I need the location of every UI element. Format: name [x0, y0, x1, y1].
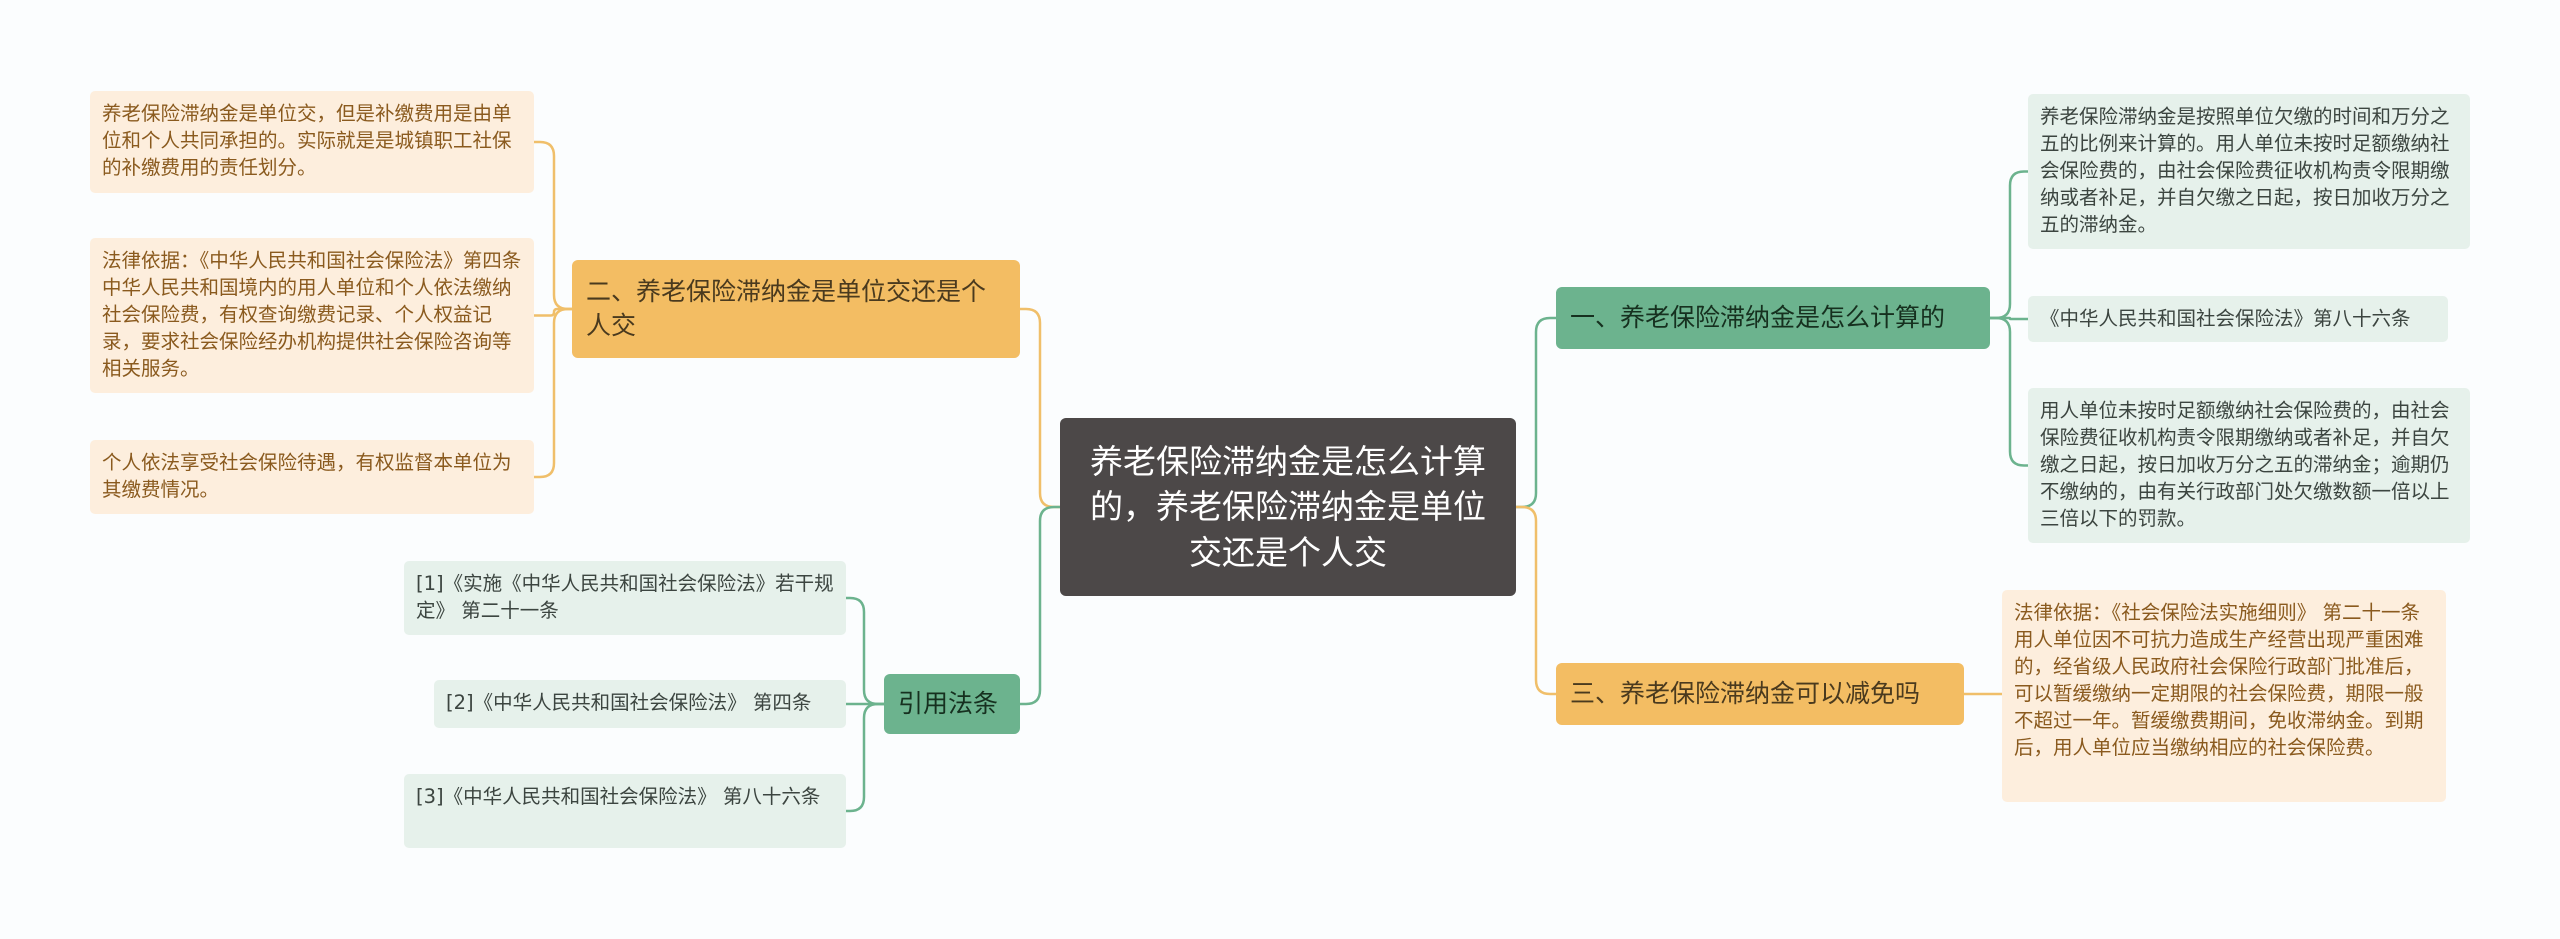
- leaf-text: 《中华人民共和国社会保险法》第八十六条: [2040, 307, 2411, 330]
- branch-cited-laws[interactable]: 引用法条: [884, 674, 1020, 734]
- leaf-law-article-4[interactable]: 法律依据：《中华人民共和国社会保险法》第四条 中华人民共和国境内的用人单位和个人…: [90, 238, 534, 393]
- link-root-b2: [1018, 307, 1062, 509]
- leaf-law-article-86[interactable]: 《中华人民共和国社会保险法》第八十六条: [2028, 296, 2448, 342]
- leaf-text: 养老保险滞纳金是单位交，但是补缴费用是由单位和个人共同承担的。实际就是是城镇职工…: [102, 102, 512, 179]
- link-b1-leaf-2: [1988, 316, 2030, 467]
- leaf-text: [1]《实施《中华人民共和国社会保险法》若干规定》 第二十一条: [416, 572, 834, 622]
- root-topic-text: 养老保险滞纳金是怎么计算的，养老保险滞纳金是单位交还是个人交: [1090, 441, 1486, 572]
- link-b4-leaf-2: [844, 702, 886, 813]
- branch-cited-laws-text: 引用法条: [898, 688, 999, 718]
- leaf-penalty-rule[interactable]: 用人单位未按时足额缴纳社会保险费的，由社会保险费征收机构责令限期缴纳或者补足，并…: [2028, 388, 2470, 543]
- link-b2-leaf-0: [532, 140, 574, 311]
- link-b4-leaf-0: [844, 596, 886, 706]
- leaf-text: 法律依据：《社会保险法实施细则》 第二十一条 用人单位因不可抗力造成生产经营出现…: [2014, 601, 2424, 759]
- branch-reduction[interactable]: 三、养老保险滞纳金可以减免吗: [1556, 663, 1964, 725]
- branch-calculation[interactable]: 一、养老保险滞纳金是怎么计算的: [1556, 287, 1990, 349]
- leaf-text: 养老保险滞纳金是按照单位欠缴的时间和万分之五的比例来计算的。用人单位未按时足额缴…: [2040, 105, 2450, 236]
- leaf-text: 法律依据：《中华人民共和国社会保险法》第四条 中华人民共和国境内的用人单位和个人…: [102, 249, 522, 380]
- leaf-text: [2]《中华人民共和国社会保险法》 第四条: [446, 691, 812, 714]
- branch-who-pays[interactable]: 二、养老保险滞纳金是单位交还是个人交: [572, 260, 1020, 358]
- link-root-b1: [1514, 316, 1558, 509]
- leaf-citation-1[interactable]: [1]《实施《中华人民共和国社会保险法》若干规定》 第二十一条: [404, 561, 846, 635]
- link-b1-leaf-1: [1988, 316, 2030, 321]
- link-b2-leaf-2: [532, 307, 574, 479]
- branch-reduction-text: 三、养老保险滞纳金可以减免吗: [1570, 678, 1921, 708]
- leaf-who-pays-explanation[interactable]: 养老保险滞纳金是单位交，但是补缴费用是由单位和个人共同承担的。实际就是是城镇职工…: [90, 91, 534, 193]
- link-root-b3: [1514, 505, 1558, 696]
- branch-calculation-text: 一、养老保险滞纳金是怎么计算的: [1570, 302, 1946, 332]
- leaf-citation-3[interactable]: [3]《中华人民共和国社会保险法》 第八十六条: [404, 774, 846, 848]
- leaf-personal-rights[interactable]: 个人依法享受社会保险待遇，有权监督本单位为其缴费情况。: [90, 440, 534, 514]
- leaf-reduction-law[interactable]: 法律依据：《社会保险法实施细则》 第二十一条 用人单位因不可抗力造成生产经营出现…: [2002, 590, 2446, 802]
- link-root-b4: [1018, 505, 1062, 706]
- branch-who-pays-text: 二、养老保险滞纳金是单位交还是个人交: [586, 276, 987, 341]
- leaf-calculation-method[interactable]: 养老保险滞纳金是按照单位欠缴的时间和万分之五的比例来计算的。用人单位未按时足额缴…: [2028, 94, 2470, 249]
- link-b1-leaf-0: [1988, 170, 2030, 320]
- leaf-text: 用人单位未按时足额缴纳社会保险费的，由社会保险费征收机构责令限期缴纳或者补足，并…: [2040, 399, 2450, 530]
- root-topic[interactable]: 养老保险滞纳金是怎么计算的，养老保险滞纳金是单位交还是个人交: [1060, 418, 1516, 596]
- leaf-text: [3]《中华人民共和国社会保险法》 第八十六条: [416, 785, 821, 808]
- leaf-citation-2[interactable]: [2]《中华人民共和国社会保险法》 第四条: [434, 680, 846, 728]
- link-b2-leaf-1: [532, 307, 574, 317]
- leaf-text: 个人依法享受社会保险待遇，有权监督本单位为其缴费情况。: [102, 451, 512, 501]
